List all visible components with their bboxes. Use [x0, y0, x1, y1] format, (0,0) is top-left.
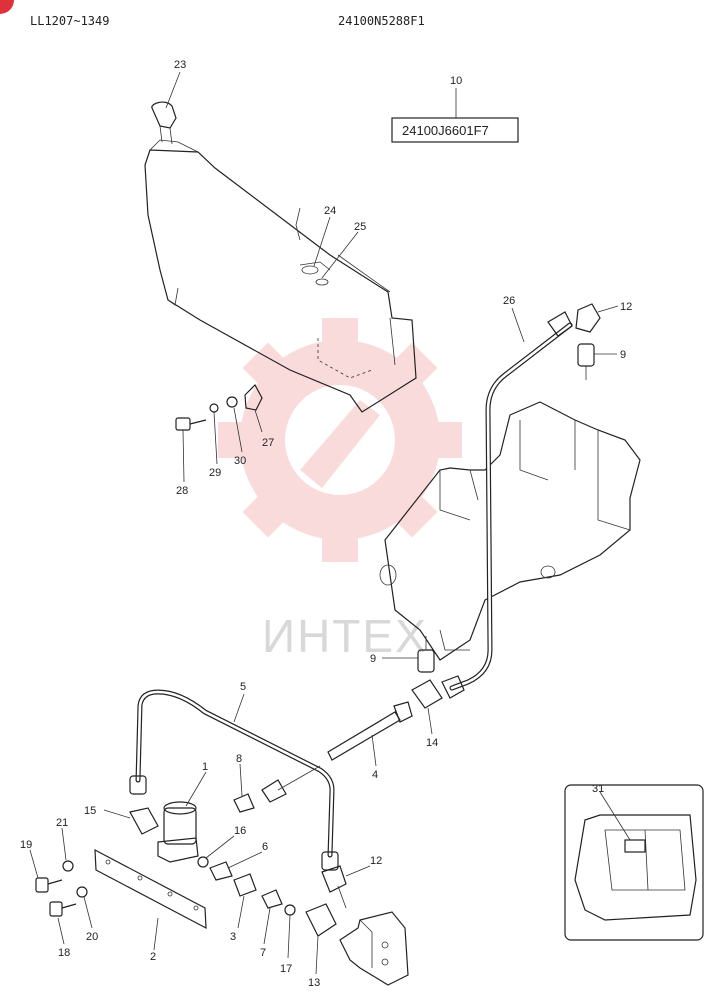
tube-4: [327, 701, 413, 761]
header-serial-range: LL1207~1349: [30, 14, 110, 28]
cab-inset: [564, 784, 704, 941]
fitting-12-top: [547, 303, 601, 337]
callout-5: 5: [240, 681, 246, 693]
callout-15: 15: [84, 805, 96, 817]
assembly-code: 24100J6601F7: [402, 123, 489, 138]
callout-21: 21: [56, 817, 68, 829]
callout-10: 10: [450, 75, 462, 87]
fitting-13: [305, 903, 337, 937]
hydraulic-tank: [144, 139, 417, 413]
callout-16: 16: [234, 825, 246, 837]
fitting-15: [129, 807, 159, 835]
callout-26: 26: [503, 295, 515, 307]
fitting-12-bottom: [321, 865, 347, 909]
control-valve: [379, 401, 641, 661]
callout-13: 13: [308, 977, 320, 989]
callout-14: 14: [426, 737, 438, 749]
callout-19: 19: [20, 839, 32, 851]
watermark-text: ИНТЕХ: [262, 610, 428, 662]
leader-lines: [29, 71, 631, 975]
fitting-27: [244, 384, 263, 411]
callout-3: 3: [230, 931, 236, 943]
solenoid-valve: [157, 801, 199, 863]
bolt-18: [49, 901, 77, 917]
fitting-3: [233, 873, 257, 897]
tube-5-end-fittings: [129, 765, 339, 871]
fitting-6: [209, 861, 233, 881]
o-ring-16: [197, 856, 209, 868]
plate-2: [94, 848, 207, 930]
bolt-28: [175, 417, 207, 431]
callout-4: 4: [372, 769, 378, 781]
callout-6: 6: [262, 841, 268, 853]
corner-marker: [0, 0, 14, 14]
washer-29: [209, 403, 219, 413]
callout-23: 23: [174, 59, 186, 71]
callout-29: 29: [209, 467, 221, 479]
callout-2: 2: [150, 951, 156, 963]
washer-21: [62, 860, 74, 872]
washer-30: [226, 396, 238, 408]
callout-7: 7: [260, 947, 266, 959]
tank-filler-cap: [151, 101, 177, 145]
assembly-code-box: [391, 88, 519, 143]
callout-27: 27: [262, 437, 274, 449]
bolt-19: [35, 877, 63, 893]
callout-20: 20: [86, 931, 98, 943]
callout-12-top: 12: [620, 301, 632, 313]
adapter-9-top: [577, 343, 595, 380]
callout-12-bottom: 12: [370, 855, 382, 867]
callout-25: 25: [354, 221, 366, 233]
watermark-logo: [218, 318, 462, 562]
callout-1: 1: [202, 761, 208, 773]
callout-30: 30: [234, 455, 246, 467]
hose-clamp-24-25: [301, 265, 329, 286]
callout-24: 24: [324, 205, 336, 217]
fitting-14: [411, 675, 465, 709]
o-ring-17: [284, 904, 296, 916]
callout-9-bottom: 9: [370, 653, 376, 665]
callout-8: 8: [236, 753, 242, 765]
callout-31: 31: [592, 783, 604, 795]
header-drawing-number: 24100N5288F1: [338, 14, 425, 28]
callout-18: 18: [58, 947, 70, 959]
callout-9-top: 9: [620, 349, 626, 361]
fitting-7: [261, 889, 283, 909]
solenoid-connector: [339, 911, 409, 986]
adapter-9-bottom: [417, 636, 435, 673]
callout-17: 17: [280, 963, 292, 975]
fitting-8: [233, 793, 255, 813]
callout-28: 28: [176, 485, 188, 497]
washer-20: [76, 886, 88, 898]
